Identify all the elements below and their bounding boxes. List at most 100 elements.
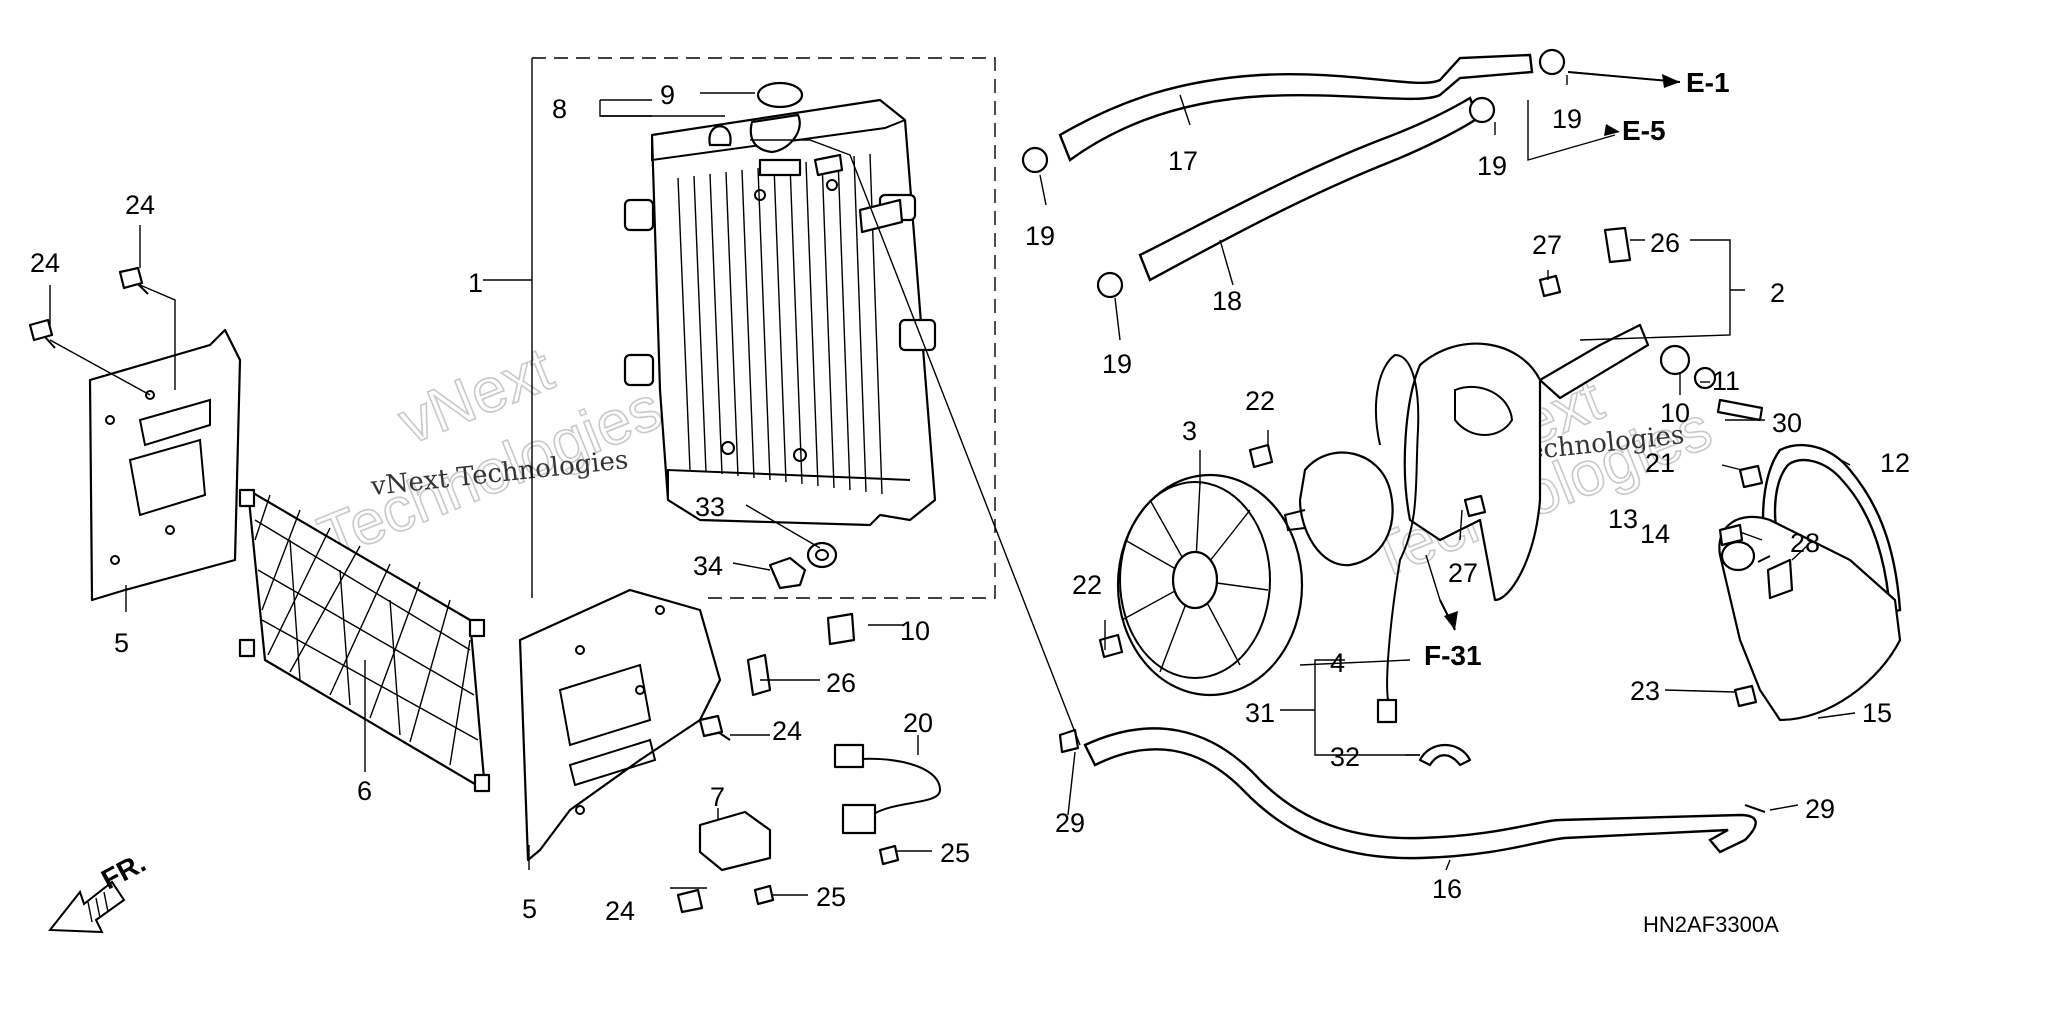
front-arrow-icon: FR. bbox=[47, 847, 151, 934]
callout-8: 8 bbox=[552, 94, 567, 124]
lower-hose-16 bbox=[1083, 727, 1757, 860]
right-shroud bbox=[518, 588, 722, 862]
callout-19-b: 19 bbox=[1102, 349, 1132, 379]
callout-19-a: 19 bbox=[1025, 221, 1055, 251]
callout-10-right: 10 bbox=[1660, 398, 1690, 428]
bolt-24-mid bbox=[698, 714, 731, 741]
callout-3: 3 bbox=[1182, 416, 1197, 446]
callout-10-left: 10 bbox=[900, 616, 930, 646]
ref-e1: E-1 bbox=[1686, 67, 1730, 98]
drawing-code: HN2AF3300A bbox=[1643, 912, 1779, 937]
callout-5-left: 5 bbox=[114, 628, 129, 658]
fan-connector-harness bbox=[833, 743, 942, 835]
reserve-tank bbox=[1718, 515, 1902, 722]
drain-bolt bbox=[768, 556, 807, 590]
callout-17: 17 bbox=[1168, 146, 1198, 176]
radiator-assembly bbox=[531, 57, 996, 646]
radiator-grille bbox=[238, 488, 491, 793]
callout-19-c: 19 bbox=[1477, 151, 1507, 181]
callout-28: 28 bbox=[1790, 528, 1820, 558]
bolt-27-lower bbox=[1463, 494, 1487, 518]
bolt-24-top-left bbox=[28, 318, 56, 349]
rubber-mount bbox=[826, 612, 856, 646]
clamp-19-d bbox=[1538, 48, 1566, 76]
bolt-30 bbox=[1716, 398, 1764, 422]
ref-f31: F-31 bbox=[1424, 640, 1482, 671]
clip-26-right bbox=[1603, 226, 1632, 264]
callout-15: 15 bbox=[1862, 698, 1892, 728]
clamp-19-a bbox=[1021, 146, 1049, 174]
callout-19-d: 19 bbox=[1552, 104, 1582, 134]
clamp-19-b bbox=[1096, 271, 1124, 299]
drain-washer bbox=[806, 541, 838, 569]
callout-18: 18 bbox=[1212, 286, 1242, 316]
callout-6: 6 bbox=[357, 776, 372, 806]
callout-24-c: 24 bbox=[772, 716, 802, 746]
callout-29-left: 29 bbox=[1055, 808, 1085, 838]
relay-bracket bbox=[698, 810, 772, 872]
callout-22-upper: 22 bbox=[1245, 386, 1275, 416]
upper-hose-17 bbox=[1058, 53, 1534, 162]
bolt-24-top bbox=[118, 266, 149, 295]
callout-24-b: 24 bbox=[125, 190, 155, 220]
callout-26-right: 26 bbox=[1650, 228, 1680, 258]
callout-24-a: 24 bbox=[30, 248, 60, 278]
bolt-23 bbox=[1733, 684, 1758, 708]
callout-23: 23 bbox=[1630, 676, 1660, 706]
screw-25-upper bbox=[878, 844, 900, 866]
upper-hose-18 bbox=[1138, 96, 1480, 282]
grommet-10 bbox=[1659, 344, 1691, 376]
callout-33: 33 bbox=[695, 492, 725, 522]
clamp-19-c bbox=[1468, 96, 1496, 124]
clip-26-left bbox=[746, 653, 772, 697]
assembly-dashed-box bbox=[532, 57, 996, 599]
callout-12: 12 bbox=[1880, 448, 1910, 478]
callout-30: 30 bbox=[1772, 408, 1802, 438]
nut-22-lower bbox=[1098, 633, 1124, 659]
screw-25-lower bbox=[753, 884, 775, 906]
clip-28 bbox=[1757, 555, 1771, 563]
bolt-21 bbox=[1738, 464, 1764, 489]
bolt-24-bottom bbox=[676, 888, 704, 914]
clip-14 bbox=[1718, 523, 1744, 547]
callout-31: 31 bbox=[1245, 698, 1275, 728]
callout-29-right: 29 bbox=[1805, 794, 1835, 824]
cooling-fan bbox=[1116, 473, 1304, 697]
ref-e5: E-5 bbox=[1622, 115, 1666, 146]
nut-22-upper bbox=[1248, 443, 1274, 469]
bolt-27-upper bbox=[1538, 274, 1562, 298]
fan-motor bbox=[1283, 451, 1394, 567]
callout-13: 13 bbox=[1608, 504, 1638, 534]
wire-clip bbox=[1418, 744, 1472, 767]
callout-14: 14 bbox=[1640, 519, 1670, 549]
callout-20: 20 bbox=[903, 708, 933, 738]
callout-11: 11 bbox=[1712, 366, 1740, 396]
callout-1: 1 bbox=[468, 268, 483, 298]
callout-25-lower: 25 bbox=[816, 882, 846, 912]
callout-32: 32 bbox=[1330, 742, 1360, 772]
callout-34: 34 bbox=[693, 551, 723, 581]
collar-11 bbox=[1693, 366, 1717, 390]
callout-2: 2 bbox=[1770, 278, 1785, 308]
reference-arrows bbox=[1439, 71, 1681, 631]
callout-27-upper: 27 bbox=[1532, 230, 1562, 260]
callout-numbers: 1 2 3 4 5 5 6 7 8 9 10 10 11 12 13 14 15… bbox=[30, 80, 1910, 926]
callout-22-lower: 22 bbox=[1072, 570, 1102, 600]
cap-seal bbox=[756, 81, 804, 109]
overflow-hose-12 bbox=[1761, 443, 1902, 614]
callout-25-upper: 25 bbox=[940, 838, 970, 868]
clip-29-right bbox=[1744, 804, 1766, 813]
callout-16: 16 bbox=[1432, 874, 1462, 904]
callout-9: 9 bbox=[660, 80, 675, 110]
fan-wire-terminal bbox=[1376, 698, 1398, 724]
fan-shroud-bracket bbox=[1403, 323, 1650, 602]
radiator-core bbox=[623, 98, 937, 527]
callout-7: 7 bbox=[710, 782, 725, 812]
clip-29-left bbox=[1058, 728, 1080, 754]
left-shroud bbox=[88, 328, 242, 602]
callout-21: 21 bbox=[1645, 448, 1675, 478]
radiator-fins bbox=[677, 153, 883, 495]
callout-4: 4 bbox=[1330, 648, 1345, 678]
radiator-cap bbox=[749, 113, 801, 154]
